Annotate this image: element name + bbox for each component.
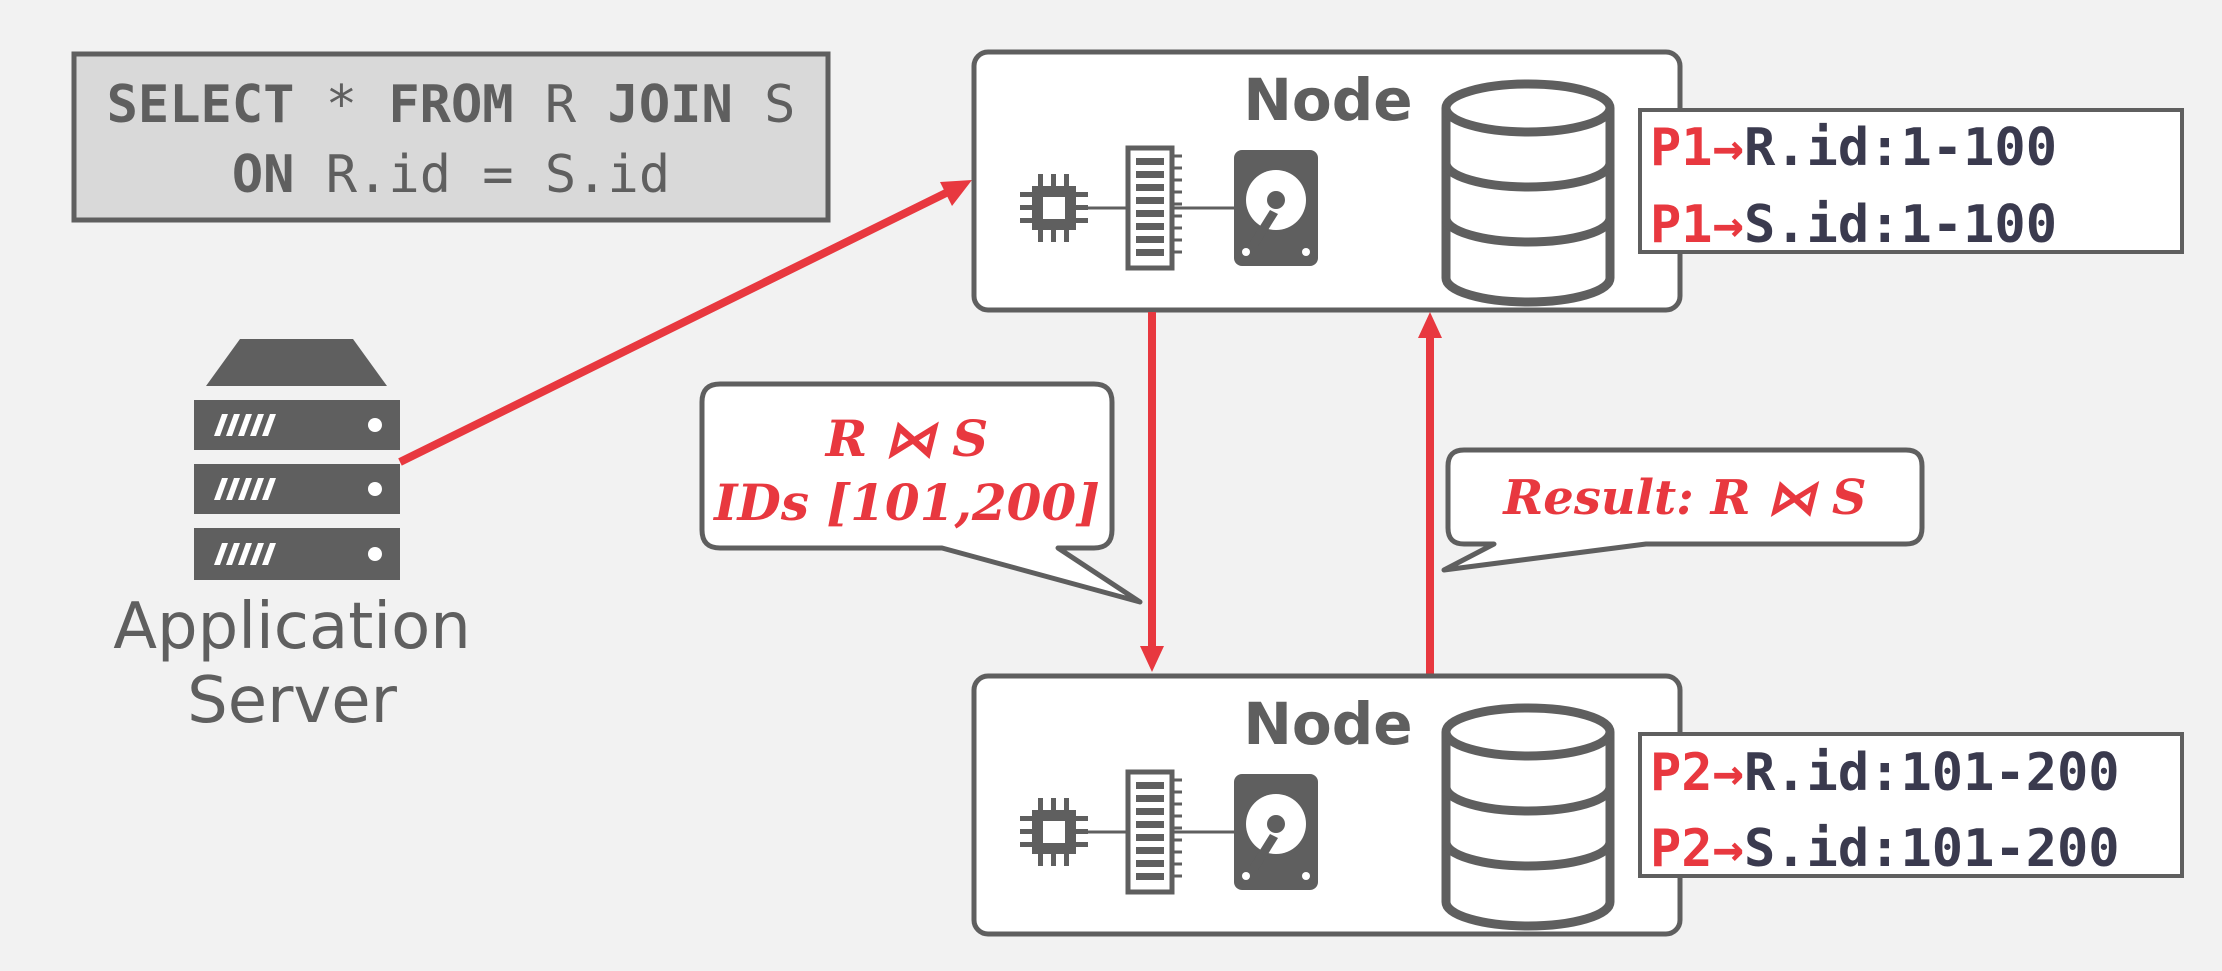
partition-box-bottom: P2→R.id:101-200 P2→S.id:101-200 (1638, 732, 2184, 879)
partition-bottom-row-2: P2→S.id:101-200 (1650, 819, 2120, 879)
memory-icon (1128, 148, 1182, 268)
server-top-icon (206, 339, 387, 386)
callout-result-text: Result: R ⋈ S (1501, 470, 1866, 526)
partition-top-row-2: P1→S.id:1-100 (1650, 195, 2057, 255)
disk-icon (1234, 150, 1318, 266)
memory-icon (1128, 772, 1182, 892)
result-arrow-up (1418, 312, 1442, 674)
sql-line-2: ON R.id = S.id (232, 145, 670, 205)
sql-line-1-token: FROM (388, 75, 513, 135)
server-rack-icon (194, 400, 400, 580)
disk-icon (1234, 774, 1318, 890)
query-arrow (398, 180, 972, 466)
partition-box-top: P1→R.id:1-100 P1→S.id:1-100 (1638, 108, 2184, 255)
sql-line-1-token: SELECT (107, 75, 295, 135)
callout-request-line-2: IDs [101,200] (712, 473, 1100, 532)
sql-line-1-token: S (733, 75, 796, 135)
app-server-label-line-1: Application (113, 590, 471, 664)
callout-result: Result: R ⋈ S (1441, 447, 1925, 573)
node-bottom: Node (971, 673, 1683, 937)
sql-line-1: SELECT * FROM R JOIN S (107, 75, 796, 135)
sql-query-box: SELECT * FROM R JOIN S ON R.id = S.id (71, 51, 831, 223)
partition-top-row-1: P1→R.id:1-100 (1650, 118, 2057, 178)
sql-line-1-token: * (294, 75, 388, 135)
database-icon (1440, 84, 1616, 302)
node-top: Node (971, 49, 1683, 313)
node-top-title: Node (1243, 66, 1412, 134)
request-arrow-down (1140, 312, 1164, 672)
node-bottom-title: Node (1243, 690, 1412, 758)
sql-line-2-token: ON (232, 145, 295, 205)
sql-line-2-token: R.id = S.id (294, 145, 670, 205)
app-server-label-line-2: Server (187, 664, 398, 738)
database-icon (1440, 708, 1616, 926)
sql-line-1-token: JOIN (608, 75, 733, 135)
callout-request-line-1: R ⋈ S (824, 409, 988, 468)
application-server: Application Server (113, 339, 471, 738)
callout-request: R ⋈ S IDs [101,200] (699, 381, 1143, 605)
sql-line-1-token: R (514, 75, 608, 135)
partition-bottom-row-1: P2→R.id:101-200 (1650, 743, 2120, 803)
